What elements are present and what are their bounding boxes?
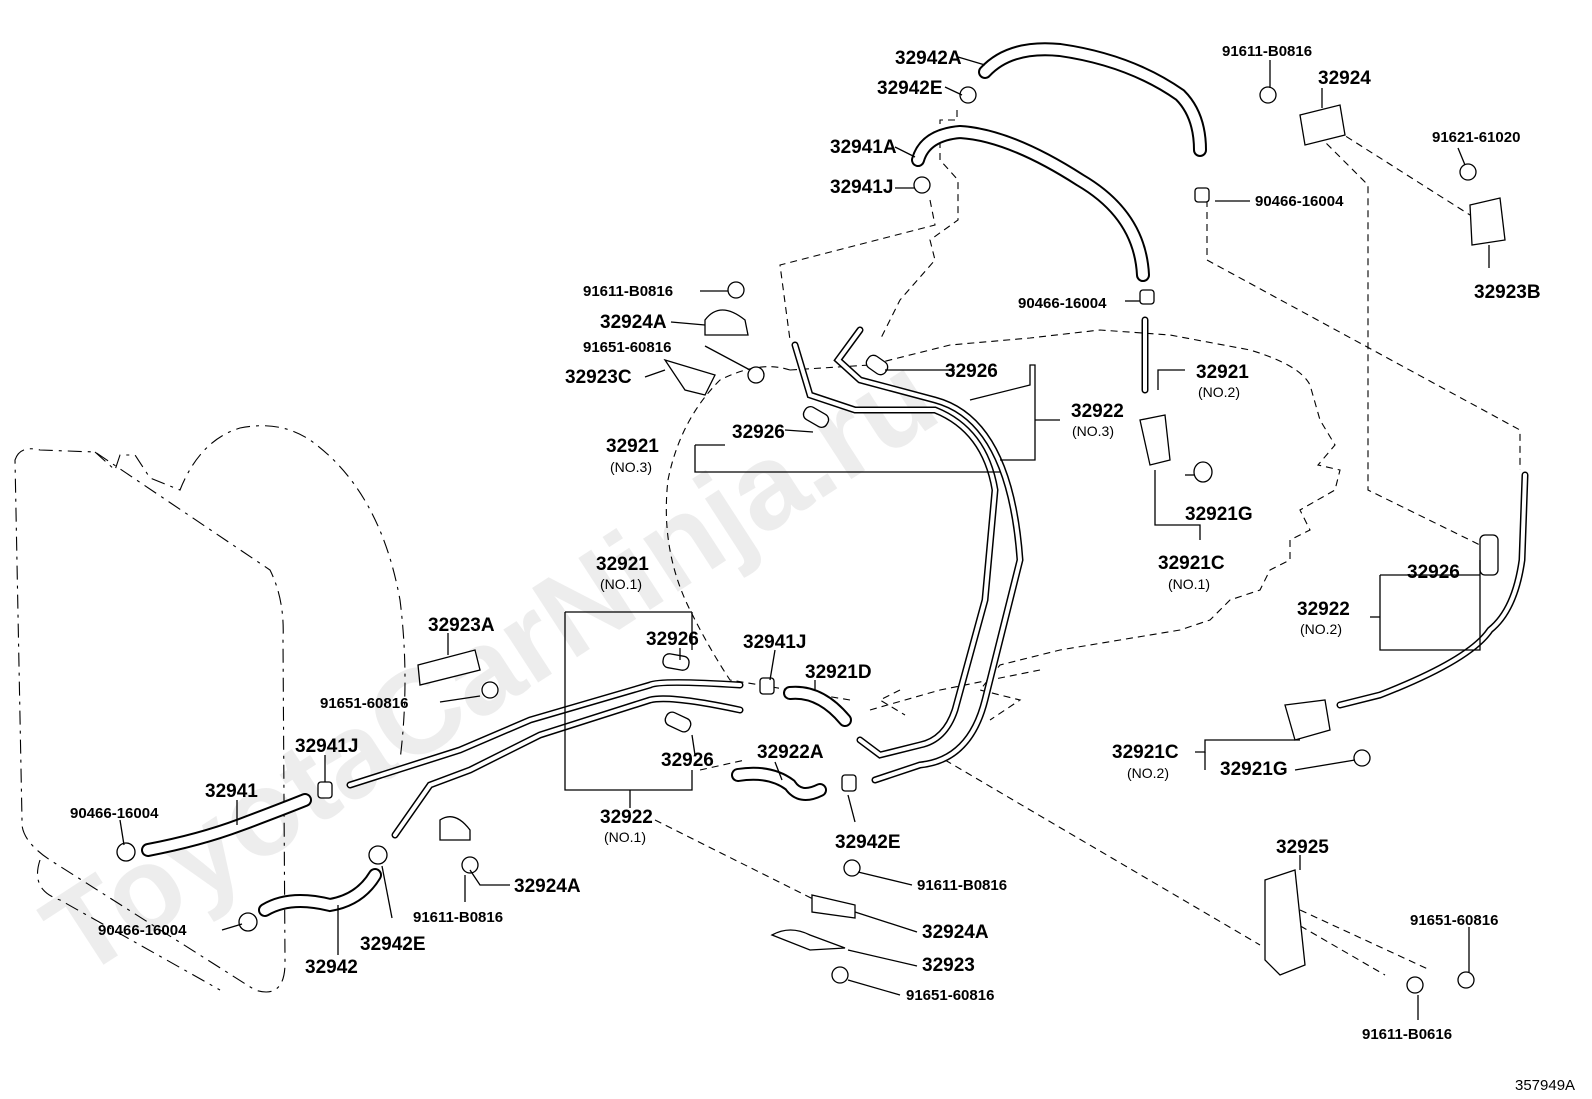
o-rings: [1193, 461, 1371, 767]
label-32941: 32941: [205, 781, 258, 802]
transmission-outline: [665, 329, 1341, 721]
pipe-32922-no3: [833, 326, 1024, 784]
label-32924A-bot: 32924A: [922, 922, 989, 943]
label-32921-no2: 32921: [1196, 362, 1249, 383]
label-90466-16004-a: 90466-16004: [1255, 193, 1344, 210]
figure-id: 357949A: [1515, 1077, 1575, 1094]
label-32922-no1: 32922: [600, 807, 653, 828]
label-32942E-top: 32942E: [877, 78, 943, 99]
label-91651-60816-bot: 91651-60816: [906, 987, 994, 1004]
label-91651-60816-right: 91651-60816: [1410, 912, 1498, 929]
label-32921G-bot: 32921G: [1220, 759, 1288, 780]
reference-lines: [654, 110, 1521, 976]
sub-32921C-no1: (NO.1): [1168, 576, 1210, 592]
label-32942: 32942: [305, 957, 358, 978]
label-32921D: 32921D: [805, 662, 872, 683]
label-32924A-left: 32924A: [514, 876, 581, 897]
label-32926-a: 32926: [945, 361, 998, 382]
label-32921C-no2: 32921C: [1112, 742, 1179, 763]
label-32942A: 32942A: [895, 48, 962, 69]
hose-32926-parts: [662, 354, 1499, 733]
label-32921-no3: 32921: [606, 436, 659, 457]
pipe-32922-no1: [391, 695, 744, 839]
brackets: [417, 104, 1506, 976]
label-32926-right: 32926: [1407, 562, 1460, 583]
label-91611-B0816-top: 91611-B0816: [1222, 43, 1312, 60]
hose-32921D: [783, 685, 852, 727]
label-90466-16004-left2: 90466-16004: [98, 922, 187, 939]
hose-32942: [258, 868, 382, 917]
label-32941J-top: 32941J: [830, 177, 893, 198]
label-91651-60816-left: 91651-60816: [320, 695, 408, 712]
label-32923B: 32923B: [1474, 282, 1541, 303]
radiator-outline: [14, 425, 406, 993]
bolts: [461, 86, 1477, 994]
label-32941J-mid: 32941J: [743, 632, 806, 653]
sub-32921-no2: (NO.2): [1198, 384, 1240, 400]
label-32924-top: 32924: [1318, 68, 1371, 89]
label-32941J-left: 32941J: [295, 736, 358, 757]
label-32921-no1: 32921: [596, 554, 649, 575]
hose-32922A: [731, 766, 827, 801]
sub-32922-no2: (NO.2): [1300, 621, 1342, 637]
label-32923C: 32923C: [565, 367, 632, 388]
sub-32922-no3: (NO.3): [1072, 423, 1114, 439]
label-90466-16004-left: 90466-16004: [70, 805, 159, 822]
label-32926-c: 32926: [646, 629, 699, 650]
label-32921G-top: 32921G: [1185, 504, 1253, 525]
label-32941A: 32941A: [830, 137, 897, 158]
label-32922-no3: 32922: [1071, 401, 1124, 422]
sub-32921C-no2: (NO.2): [1127, 765, 1169, 781]
label-91611-B0816-bot: 91611-B0816: [917, 877, 1007, 894]
label-32924A-mid: 32924A: [600, 312, 667, 333]
label-32926-d: 32926: [661, 750, 714, 771]
sub-32921-no3: (NO.3): [610, 459, 652, 475]
label-91611-B0616: 91611-B0616: [1362, 1026, 1452, 1043]
label-32923A: 32923A: [428, 615, 495, 636]
label-32942E-mid: 32942E: [835, 832, 901, 853]
label-91621-61020: 91621-61020: [1432, 129, 1520, 146]
label-32922A: 32922A: [757, 742, 824, 763]
label-32925: 32925: [1276, 837, 1329, 858]
sub-32921-no1: (NO.1): [600, 576, 642, 592]
pipe-32922-no2: [1336, 471, 1529, 709]
label-32942E-bot: 32942E: [360, 934, 426, 955]
clamps: [116, 86, 1210, 932]
label-32922-no2: 32922: [1297, 599, 1350, 620]
label-32926-b: 32926: [732, 422, 785, 443]
label-91611-B0816-mid: 91611-B0816: [583, 283, 673, 300]
hose-32942A: [978, 42, 1207, 157]
callout-labels: 32942A 32942E 32941A 32941J 91611-B0816 …: [70, 43, 1575, 1094]
label-32921C-no1: 32921C: [1158, 553, 1225, 574]
label-32923: 32923: [922, 955, 975, 976]
hose-32941A: [911, 124, 1150, 282]
label-90466-16004-b: 90466-16004: [1018, 295, 1107, 312]
sub-32922-no1: (NO.1): [604, 829, 646, 845]
label-91651-60816-mid: 91651-60816: [583, 339, 671, 356]
label-91611-B0816-left: 91611-B0816: [413, 909, 503, 926]
pipe-32921-no1: [346, 679, 744, 789]
hose-32941: [141, 793, 312, 857]
leader-lines: [119, 56, 1490, 1020]
pipe-32921-no3: [791, 341, 999, 759]
